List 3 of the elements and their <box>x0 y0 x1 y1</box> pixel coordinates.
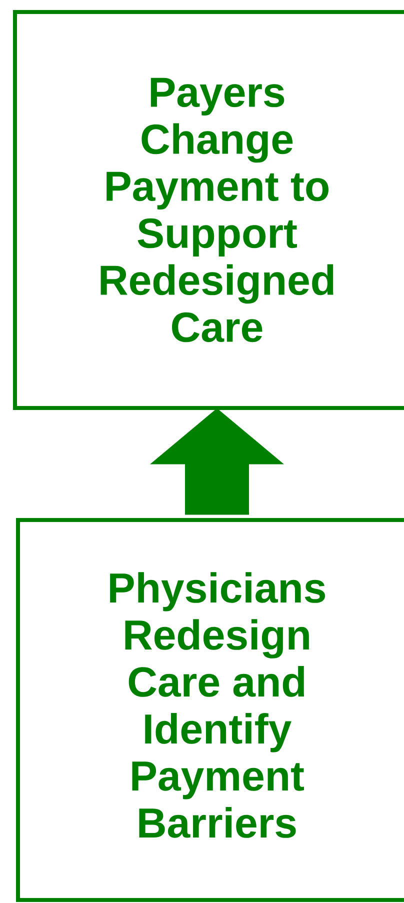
text-box: Physicians Redesign Care and Identify Payment Barriers <box>16 518 404 902</box>
text-box: Payers Change Payment to Support Redesigned Care <box>13 10 404 410</box>
block-arrow <box>150 408 284 515</box>
